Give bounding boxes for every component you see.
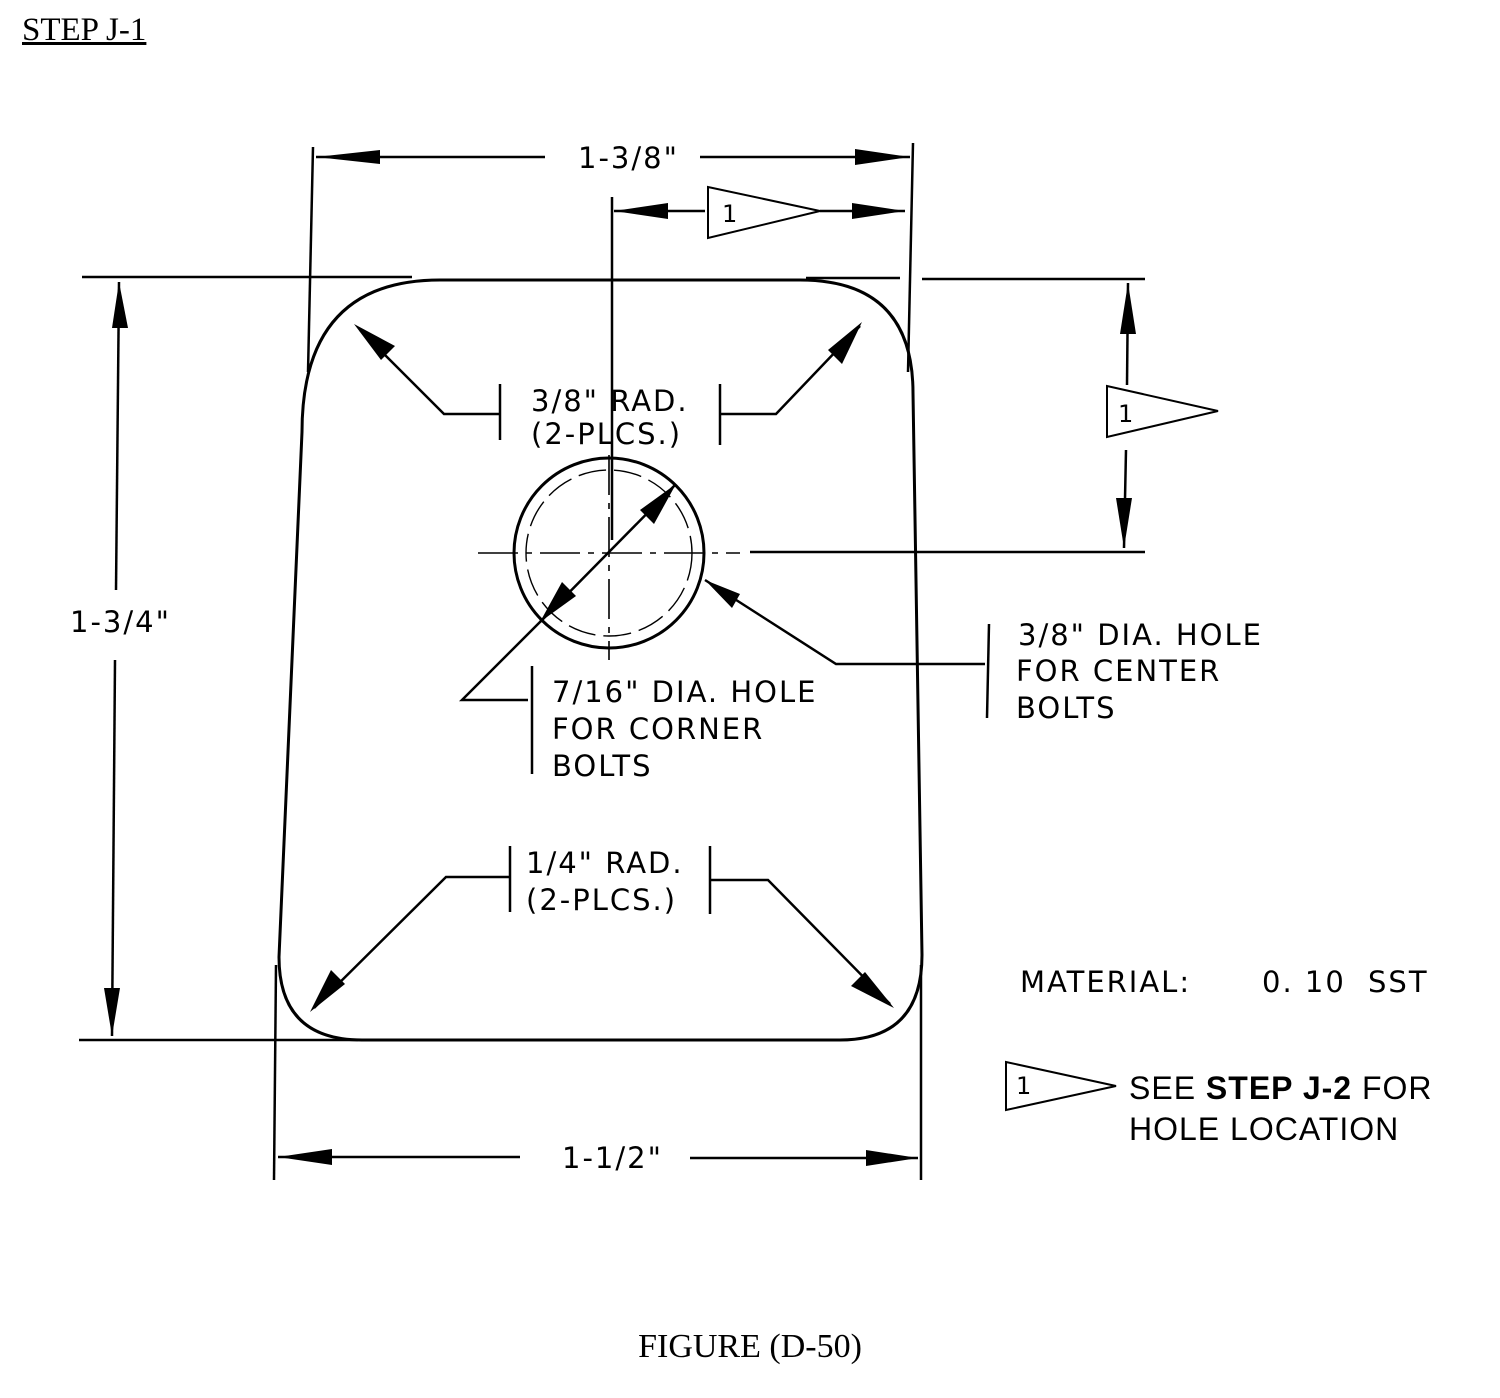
height-label: 1-3/4"	[70, 605, 171, 639]
top-radius-line2: (2-PLCS.)	[531, 417, 682, 451]
plate-outline	[277, 278, 924, 1042]
legend-line2: HOLE LOCATION	[1129, 1111, 1399, 1147]
center-hole-line1: 3/8" DIA. HOLE	[1018, 618, 1263, 652]
top-extension-lines	[82, 275, 1145, 281]
legend-flag-number: 1	[1016, 1072, 1031, 1100]
corner-hole-leader	[458, 483, 677, 774]
bottom-radius-line2: (2-PLCS.)	[526, 883, 677, 917]
bottom-radius-leaders	[310, 846, 894, 1012]
center-hole-line2: FOR CENTER	[1016, 654, 1221, 688]
flag-icon	[707, 185, 821, 240]
center-hole-leader	[704, 578, 991, 719]
top-width-label: 1-3/8"	[578, 141, 679, 175]
right-hole-location-dimension	[1106, 282, 1219, 549]
corner-hole-line1: 7/16" DIA. HOLE	[552, 675, 817, 709]
material-type: SST	[1368, 965, 1429, 999]
bottom-width-dimension	[272, 964, 923, 1181]
center-hole-line3: BOLTS	[1016, 691, 1117, 725]
flag-number: 1	[1118, 400, 1133, 428]
bottom-width-label: 1-1/2"	[562, 1141, 663, 1175]
corner-hole-line2: FOR CORNER	[552, 712, 764, 746]
corner-hole-line3: BOLTS	[552, 749, 653, 783]
legend-line1: SEE STEP J-2 FOR	[1129, 1070, 1433, 1106]
flag-number: 1	[722, 200, 737, 228]
top-width-dimension	[306, 142, 915, 373]
top-radius-leaders	[354, 322, 862, 445]
height-dimension	[79, 281, 358, 1042]
figure-caption: FIGURE (D-50)	[638, 1328, 862, 1365]
top-radius-line1: 3/8" RAD.	[531, 384, 689, 418]
material-thickness: 0. 10	[1262, 965, 1346, 999]
flag-icon	[1106, 384, 1219, 439]
material-label: MATERIAL:	[1020, 965, 1191, 999]
bottom-radius-line1: 1/4" RAD.	[526, 846, 684, 880]
top-hole-location-dimension	[610, 185, 905, 540]
page-title: STEP J-1	[22, 12, 147, 48]
legend-flag-icon	[1005, 1060, 1117, 1112]
